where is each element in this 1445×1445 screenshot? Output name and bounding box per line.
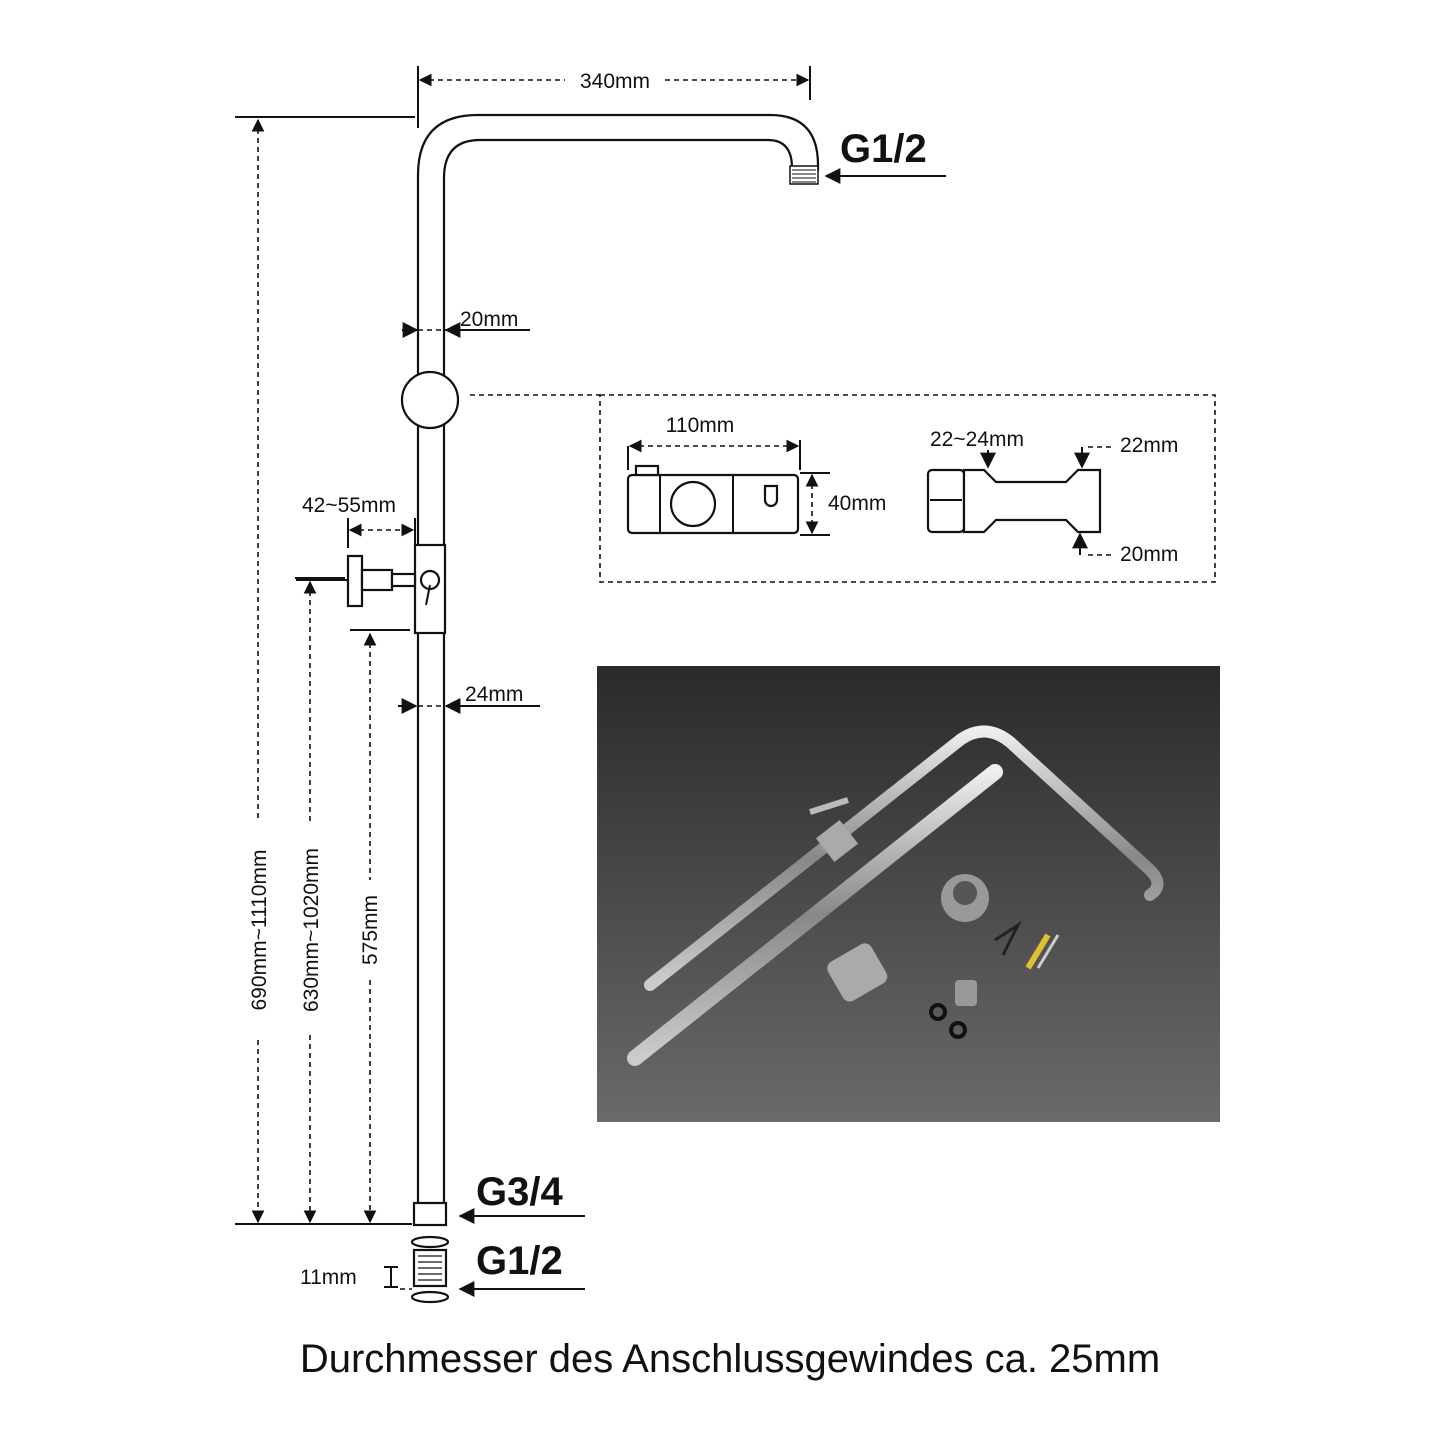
dim-upper-diameter: 20mm [460, 308, 518, 331]
bottom-cap [412, 1201, 448, 1227]
caption: Durchmesser des Anschlussgewindes ca. 25… [300, 1337, 1160, 1381]
label-top-thread: G1/2 [840, 127, 927, 171]
dim-outlet-height: 630mm~1020mm [300, 848, 323, 1012]
dim-adapter-length: 11mm [300, 1266, 357, 1289]
dim-slider-top: 22mm [1120, 434, 1178, 457]
slider-detail-box [599, 394, 1216, 583]
slider-knob [400, 370, 460, 430]
dim-slider-bottom: 20mm [1120, 543, 1178, 566]
slider-front-view [626, 464, 800, 535]
label-bottom-thread: G3/4 [476, 1170, 563, 1214]
dim-slider-height: 40mm [828, 492, 886, 515]
dim-wall-distance: 42~55mm [302, 494, 396, 517]
dim-lower-pipe-length: 575mm [359, 895, 382, 965]
slider-side-view [926, 468, 1102, 534]
label-adapter-thread: G1/2 [476, 1239, 563, 1283]
dim-clamp-range: 22~24mm [930, 428, 1024, 451]
dim-lower-diameter: 24mm [465, 683, 523, 706]
dim-total-height: 690mm~1110mm [248, 850, 271, 1011]
adapter-fitting [410, 1235, 450, 1304]
dim-slider-width: 110mm [666, 414, 734, 437]
shower-column-drawing [296, 113, 820, 1304]
dim-top-width: 340mm [580, 70, 650, 93]
product-photo [597, 666, 1220, 1122]
wall-bracket [346, 554, 364, 608]
